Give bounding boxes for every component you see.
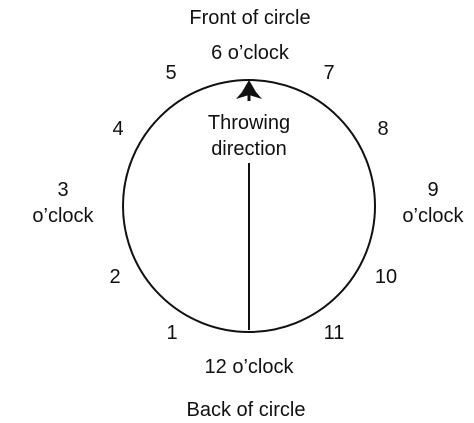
position-11-label: 11 — [323, 322, 345, 344]
position-6-label: 6 o’clock — [211, 42, 289, 64]
position-9-number: 9 — [427, 179, 439, 201]
position-10-label: 10 — [374, 266, 398, 288]
back-of-circle-label: Back of circle — [186, 399, 306, 421]
position-2-label: 2 — [109, 266, 121, 288]
arrowhead-icon — [236, 80, 262, 99]
position-9-label: 9 o’clock — [388, 177, 474, 229]
front-of-circle-label: Front of circle — [189, 7, 311, 29]
throwing-direction-line1: Throwing — [207, 112, 291, 134]
throwing-direction-label: Throwing direction — [189, 110, 309, 162]
throwing-direction-line2: direction — [211, 138, 287, 160]
position-12-label: 12 o’clock — [204, 356, 294, 378]
position-9-text: o’clock — [402, 205, 464, 227]
position-3-number: 3 — [57, 179, 69, 201]
position-5-label: 5 — [165, 62, 177, 84]
position-3-label: 3 o’clock — [18, 177, 108, 229]
position-8-label: 8 — [377, 118, 389, 140]
position-7-label: 7 — [323, 62, 335, 84]
position-3-text: o’clock — [32, 205, 94, 227]
position-1-label: 1 — [166, 322, 178, 344]
position-4-label: 4 — [112, 118, 124, 140]
